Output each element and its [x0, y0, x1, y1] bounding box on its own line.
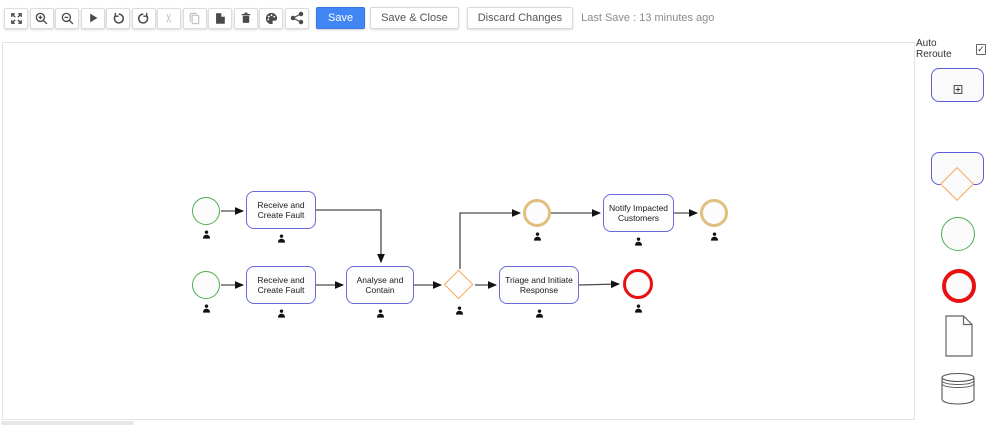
palette-start-event-shape[interactable]	[941, 217, 975, 251]
play-icon	[86, 11, 100, 25]
zoom-out-icon	[60, 11, 75, 26]
paste-icon	[213, 11, 227, 26]
person-marker-task2	[277, 305, 286, 318]
start-event-node-start1[interactable]	[192, 197, 220, 225]
copy-button[interactable]	[182, 7, 207, 29]
zoom-out-button[interactable]	[55, 7, 79, 29]
auto-reroute-checkbox[interactable]: ✓	[975, 43, 986, 55]
person-marker-task3	[376, 305, 385, 318]
person-marker-task5	[535, 305, 544, 318]
share-icon	[290, 11, 304, 25]
delete-button[interactable]	[233, 7, 258, 29]
person-marker-task4	[634, 233, 643, 246]
palette-end-event-shape[interactable]	[942, 269, 976, 303]
auto-reroute-row: Auto Reroute ✓	[916, 38, 1000, 60]
person-marker-start1	[202, 226, 211, 239]
cut-icon: ✂	[162, 12, 176, 24]
auto-reroute-label: Auto Reroute	[916, 38, 952, 60]
person-marker-int2	[710, 228, 719, 241]
toolbar: ✂ Save Save & Close Discard Changes Last…	[4, 7, 714, 29]
save-button[interactable]: Save	[316, 7, 366, 29]
last-save-text: Last Save : 13 minutes ago	[581, 12, 715, 24]
play-button[interactable]	[80, 7, 105, 29]
theme-button[interactable]	[259, 7, 283, 29]
person-marker-gw1	[455, 302, 464, 315]
person-marker-int1	[533, 228, 542, 241]
redo-icon	[136, 11, 151, 26]
discard-changes-button[interactable]: Discard Changes	[466, 7, 574, 29]
fit-screen-button[interactable]	[4, 7, 28, 29]
palette-data-object-shape[interactable]	[945, 315, 973, 357]
horizontal-scrollbar[interactable]	[1, 421, 134, 425]
start-event-node-start2[interactable]	[192, 271, 220, 299]
sequence-flow-task5-to-end1[interactable]	[578, 280, 621, 289]
sequence-flow-task1-to-task3[interactable]	[316, 209, 385, 264]
undo-button[interactable]	[106, 7, 130, 29]
zoom-in-icon	[34, 11, 49, 26]
gateway-node-gw1[interactable]	[443, 269, 474, 300]
copy-icon	[187, 11, 202, 26]
person-marker-start2	[202, 300, 211, 313]
intermediate-event-node-int2[interactable]	[700, 199, 728, 227]
end-event-node-end1[interactable]	[623, 269, 653, 299]
edge-layer	[221, 207, 699, 289]
intermediate-event-node-int1[interactable]	[523, 199, 551, 227]
cut-button[interactable]: ✂	[157, 7, 181, 29]
palette-icon	[264, 11, 279, 26]
subprocess-plus-icon	[953, 81, 962, 99]
share-button[interactable]	[284, 7, 309, 29]
save-and-close-button[interactable]: Save & Close	[370, 7, 459, 29]
person-marker-end1	[634, 300, 643, 313]
shape-palette: Auto Reroute ✓	[916, 0, 1000, 426]
fit-icon	[9, 11, 24, 26]
palette-subprocess-shape[interactable]	[931, 68, 984, 102]
palette-data-store-shape[interactable]	[941, 372, 975, 405]
trash-icon	[239, 11, 253, 25]
sequence-flow-gw1-to-int1[interactable]	[459, 209, 522, 269]
undo-icon	[111, 11, 126, 26]
paste-button[interactable]	[208, 7, 232, 29]
redo-button[interactable]	[131, 7, 156, 29]
zoom-in-button[interactable]	[29, 7, 54, 29]
person-marker-task1	[277, 230, 286, 243]
toolbar-icon-group: ✂	[4, 7, 310, 29]
